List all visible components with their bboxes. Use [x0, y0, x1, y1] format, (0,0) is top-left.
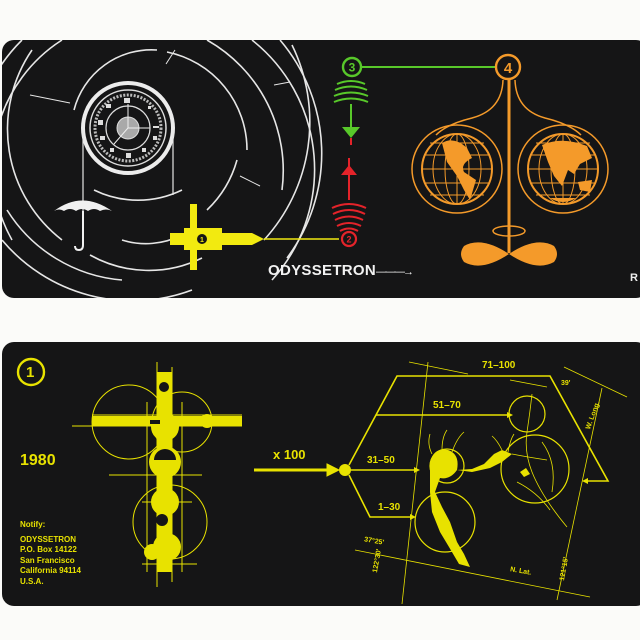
range-label-71-100: 71–100 [482, 360, 516, 371]
notify-line: U.S.A. [20, 576, 44, 586]
corner-mark: R [630, 272, 638, 284]
range-label-51-70: 51–70 [433, 400, 461, 411]
range-label-1-30: 1–30 [378, 502, 401, 513]
range-label-31-50: 31–50 [367, 455, 395, 466]
notify-heading: Notify: [20, 520, 46, 529]
notify-line: P.O. Box 14122 [20, 545, 77, 554]
orbit-diagram: 1 2 3 [2, 40, 609, 298]
rotation-arrow-icon [492, 225, 526, 237]
flow-input-arrow [254, 463, 351, 477]
notify-line: California 94114 [20, 566, 81, 575]
odyssetron-diagram-panel: 1 2 3 [2, 40, 640, 298]
globe-eastern-icon [517, 124, 609, 214]
step-number-badge [16, 357, 46, 387]
year-label: 1980 [20, 452, 56, 469]
notify-line: San Francisco [20, 555, 75, 565]
propeller-icon [461, 242, 557, 266]
globe-americas-icon [411, 124, 503, 214]
arrow-head-icon: → [403, 266, 415, 278]
svg-text:2: 2 [346, 235, 351, 245]
svg-text:3: 3 [349, 61, 356, 75]
orbit-rings [2, 40, 323, 298]
coordinate-grid [354, 361, 628, 605]
cross-glyph-fill [92, 372, 242, 572]
notify-address-block: Notify: ODYSSETRON P.O. Box 14122 San Fr… [20, 520, 81, 587]
dimension-arrows [29, 49, 291, 187]
svg-text:4: 4 [504, 60, 513, 77]
marker-2-red-emitter: 2 [331, 158, 367, 248]
bay-delta-map [430, 449, 530, 567]
brand-label: ODYSSETRON———→ [268, 262, 414, 279]
delta-diagram [16, 357, 628, 605]
lat-top-label: 39' [561, 380, 571, 387]
multiplier-label: x 100 [273, 447, 306, 462]
odyssetron-step-1-panel: 1 1980 Notify: ODYSSETRON P.O. Box 14122… [2, 342, 640, 606]
marker-4-balance-scale: 4 [411, 53, 609, 266]
river-network [428, 393, 568, 528]
svg-text:1: 1 [200, 237, 204, 244]
brand-name: ODYSSETRON [268, 262, 377, 279]
arrow-icon: ——— [376, 266, 405, 278]
dial-icon [81, 81, 175, 236]
umbrella-icon [54, 200, 112, 252]
notify-line: ODYSSETRON [20, 534, 77, 544]
marker-1-needle: 1 [170, 204, 339, 270]
marker-3-green-emitter: 3 [333, 56, 496, 145]
range-frame [348, 375, 610, 518]
step-number: 1 [26, 364, 35, 381]
